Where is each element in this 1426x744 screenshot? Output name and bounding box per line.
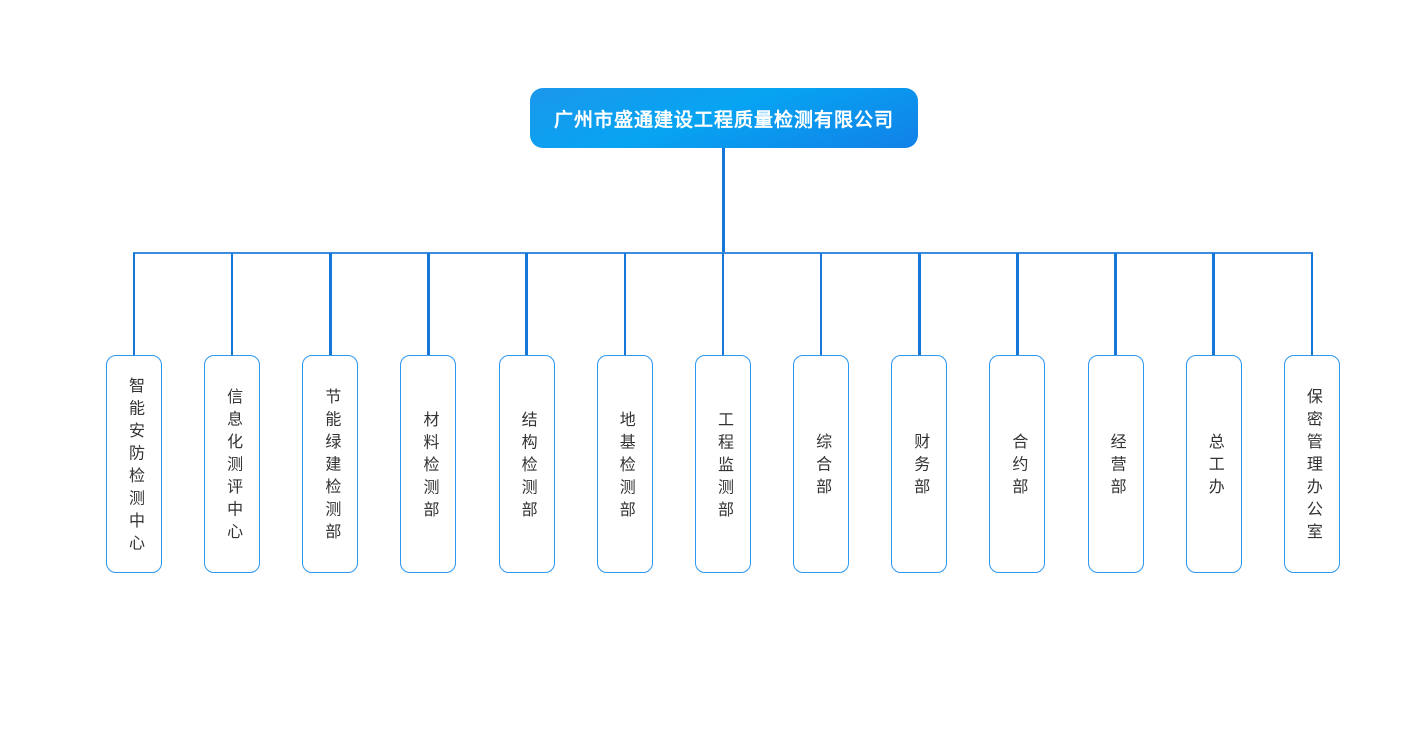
org-dept-node[interactable]: 工程监测部 — [694, 355, 751, 573]
connector-child-vertical — [623, 253, 627, 355]
org-dept-node[interactable]: 总工办 — [1185, 355, 1242, 573]
org-child-column: 经营部 — [1087, 253, 1144, 573]
org-dept-node[interactable]: 结构检测部 — [498, 355, 555, 573]
org-dept-label: 地基检测部 — [616, 410, 634, 524]
connector-child-vertical — [525, 253, 528, 355]
org-dept-label: 材料检测部 — [420, 410, 438, 524]
org-dept-label: 结构检测部 — [518, 410, 536, 524]
connector-child-vertical — [230, 253, 234, 355]
org-dept-node[interactable]: 信息化测评中心 — [204, 355, 261, 573]
connector-child-vertical — [721, 253, 725, 355]
connector-child-vertical — [329, 253, 332, 355]
org-dept-node[interactable]: 节能绿建检测部 — [302, 355, 359, 573]
org-dept-label: 保密管理办公室 — [1303, 388, 1321, 546]
org-child-column: 财务部 — [891, 253, 948, 573]
org-child-column: 结构检测部 — [498, 253, 555, 573]
org-child-column: 材料检测部 — [400, 253, 457, 573]
org-dept-label: 智能安防检测中心 — [126, 377, 143, 557]
connector-child-vertical — [427, 253, 430, 355]
org-child-column: 信息化测评中心 — [204, 253, 261, 573]
org-dept-label: 工程监测部 — [714, 410, 732, 524]
org-child-column: 地基检测部 — [596, 253, 653, 573]
org-dept-label: 综合部 — [813, 433, 831, 501]
org-root-node[interactable]: 广州市盛通建设工程质量检测有限公司 — [530, 88, 918, 148]
org-child-column: 智能安防检测中心 — [106, 253, 162, 573]
connector-child-vertical — [132, 253, 136, 355]
org-dept-node[interactable]: 智能安防检测中心 — [106, 355, 162, 573]
org-children-row: 智能安防检测中心 信息化测评中心 节能绿建检测部 材料检测部 结 — [106, 253, 1340, 573]
connector-root-vertical — [722, 148, 725, 253]
org-dept-node[interactable]: 合约部 — [989, 355, 1046, 573]
org-child-column: 工程监测部 — [694, 253, 751, 573]
org-child-column: 综合部 — [793, 253, 850, 573]
org-child-column: 保密管理办公室 — [1283, 253, 1340, 573]
org-dept-label: 信息化测评中心 — [224, 388, 242, 546]
org-root-label: 广州市盛通建设工程质量检测有限公司 — [553, 109, 894, 131]
org-dept-node[interactable]: 地基检测部 — [596, 355, 653, 573]
connector-child-vertical — [819, 253, 823, 355]
org-dept-label: 经营部 — [1107, 433, 1125, 501]
org-dept-label: 财务部 — [911, 433, 929, 501]
org-child-column: 合约部 — [989, 253, 1046, 573]
org-child-column: 节能绿建检测部 — [302, 253, 359, 573]
org-dept-node[interactable]: 经营部 — [1087, 355, 1144, 573]
org-dept-label: 合约部 — [1009, 433, 1027, 501]
connector-child-vertical — [1310, 253, 1314, 355]
org-dept-node[interactable]: 综合部 — [793, 355, 850, 573]
org-dept-node[interactable]: 财务部 — [891, 355, 948, 573]
org-dept-label: 总工办 — [1205, 433, 1223, 501]
connector-child-vertical — [1114, 253, 1117, 355]
connector-child-vertical — [918, 253, 921, 355]
connector-child-vertical — [1212, 253, 1215, 355]
org-dept-label: 节能绿建检测部 — [322, 388, 340, 546]
org-child-column: 总工办 — [1185, 253, 1242, 573]
org-dept-node[interactable]: 材料检测部 — [400, 355, 457, 573]
org-dept-node[interactable]: 保密管理办公室 — [1283, 355, 1340, 573]
connector-child-vertical — [1016, 253, 1019, 355]
